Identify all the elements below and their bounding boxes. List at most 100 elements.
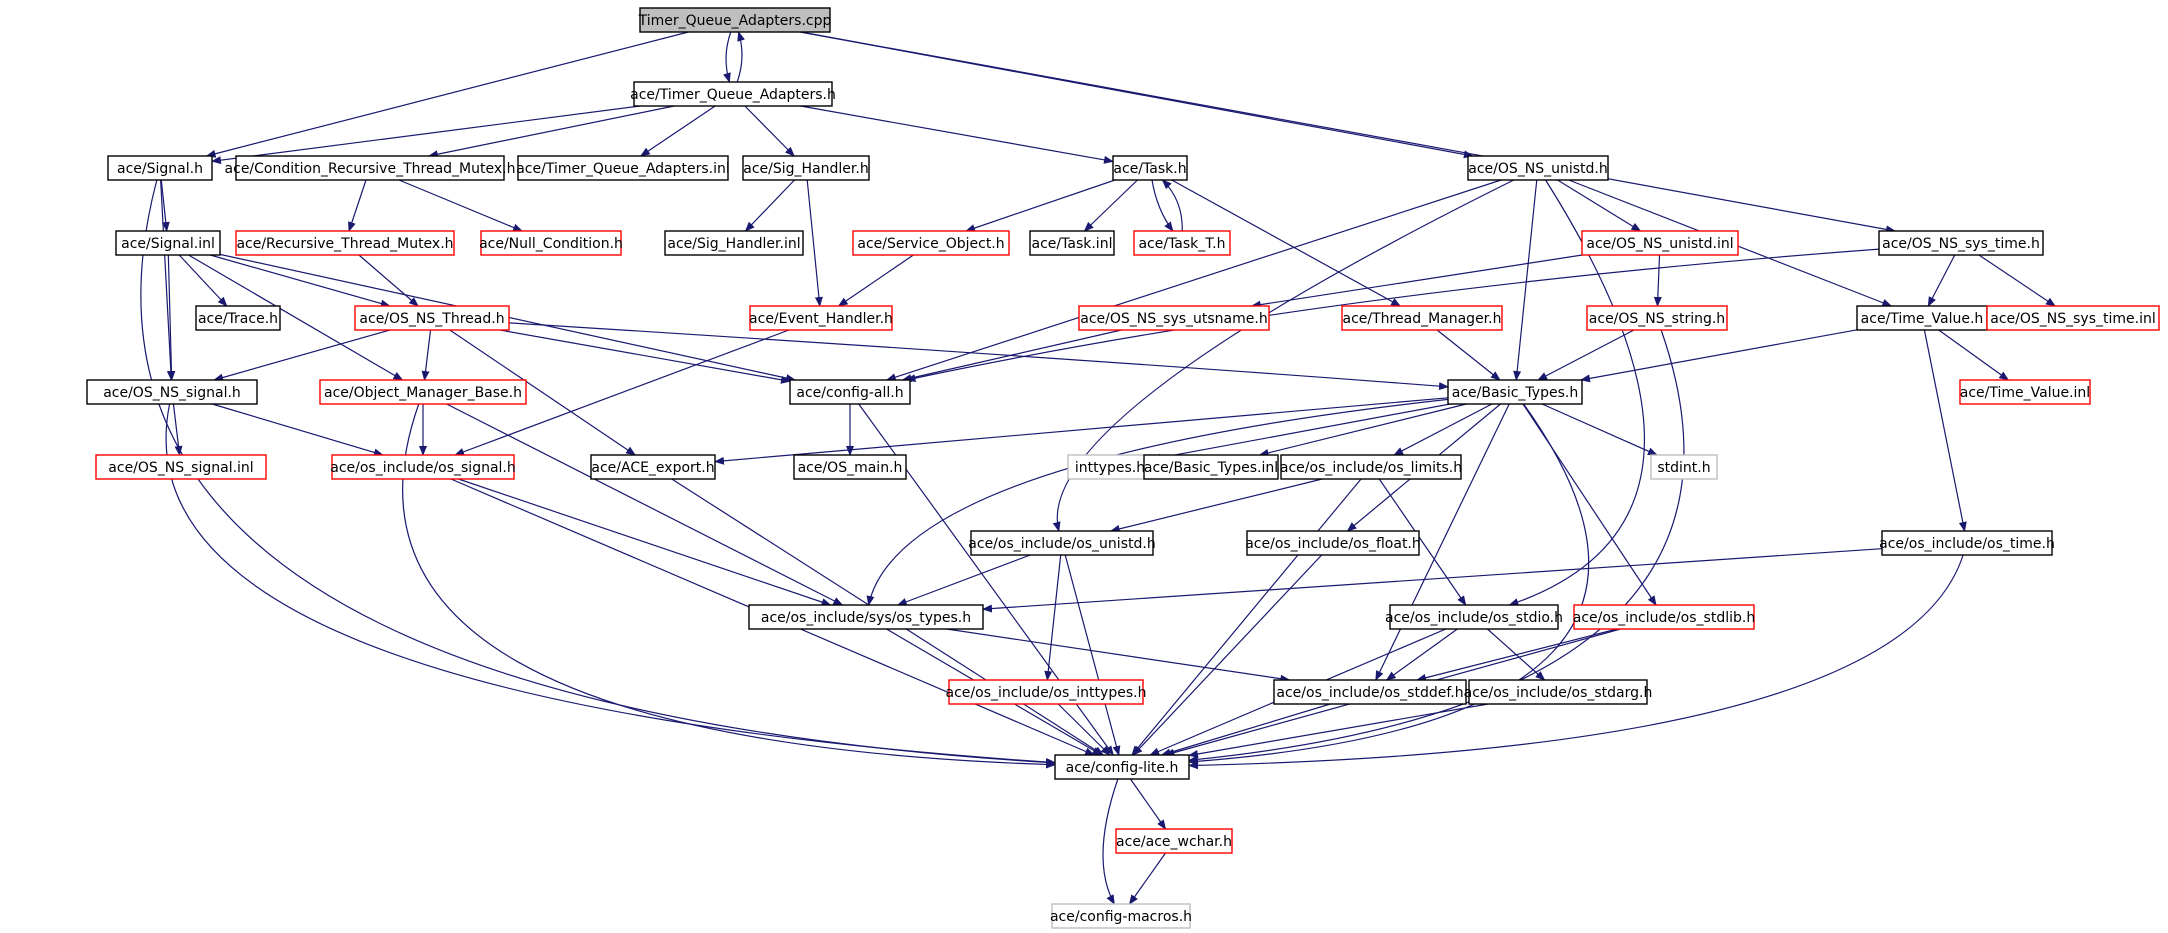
edge-osinclstdio-h-to-osinclstddef-h (1385, 628, 1458, 681)
edge-osinclsystypes-h-to-osinclstddef-h (946, 628, 1291, 683)
node-configlite-h[interactable]: ace/config-lite.h (1054, 754, 1190, 780)
node-osincllimits-h[interactable]: ace/os_include/os_limits.h (1280, 454, 1462, 480)
edge-osnsunistd-h-to-basictypes-h (1513, 179, 1538, 381)
node-osinclfloat-h[interactable]: ace/os_include/os_float.h (1245, 530, 1421, 556)
node-osincltime-h[interactable]: ace/os_include/os_time.h (1879, 530, 2055, 556)
node-configall-h[interactable]: ace/config-all.h (789, 379, 911, 405)
node-timevalue-inl[interactable]: ace/Time_Value.inl (1959, 379, 2091, 405)
node-task-h[interactable]: ace/Task.h (1112, 155, 1188, 181)
node-box (1112, 155, 1188, 181)
nodes-layer: Timer_Queue_Adapters.cpp ace/Timer_Queue_… (86, 7, 2160, 929)
node-root[interactable]: Timer_Queue_Adapters.cpp (638, 7, 832, 33)
node-crtm-h[interactable]: ace/Condition_Recursive_Thread_Mutex.h (225, 155, 516, 181)
node-osnsunistd-h[interactable]: ace/OS_NS_unistd.h (1467, 155, 1609, 181)
node-aceexport-h[interactable]: ace/ACE_export.h (590, 454, 716, 480)
node-osnsstring-h[interactable]: ace/OS_NS_string.h (1586, 305, 1728, 331)
node-label: ace/config-macros.h (1050, 909, 1192, 925)
node-label: ace/ACE_export.h (591, 460, 714, 476)
node-sighandler-inl[interactable]: ace/Sig_Handler.inl (664, 230, 804, 256)
node-osnssignal-inl[interactable]: ace/OS_NS_signal.inl (95, 454, 267, 480)
edge-basictypes-h-to-stdint-h (1541, 403, 1658, 456)
edge-signal-h-to-configlite-h (140, 179, 1056, 767)
node-osmain-h[interactable]: ace/OS_main.h (793, 454, 907, 480)
node-configmacros-h: ace/config-macros.h (1050, 903, 1192, 929)
node-label: ace/config-all.h (796, 385, 903, 401)
node-osnssystime-inl[interactable]: ace/OS_NS_sys_time.inl (1986, 305, 2160, 331)
node-label: ace/Signal.inl (121, 236, 215, 252)
edge-osnsunistd-h-to-osinclstdio-h (1508, 179, 1645, 606)
edge-osnsunistd-h-to-configall-h (885, 179, 1502, 382)
edge-task-h-to-threadmgr-h (1171, 179, 1402, 307)
node-nullcond-h[interactable]: ace/Null_Condition.h (479, 230, 623, 256)
node-rtm-h[interactable]: ace/Recursive_Thread_Mutex.h (235, 230, 455, 256)
node-box (852, 230, 1010, 256)
node-signal-h[interactable]: ace/Signal.h (107, 155, 213, 181)
node-label: ace/OS_NS_signal.h (103, 385, 241, 401)
node-threadmgr-h[interactable]: ace/Thread_Manager.h (1341, 305, 1503, 331)
edge-osnsunistd-h-to-osinclunistd-h (1052, 179, 1515, 532)
node-box (1029, 230, 1115, 256)
node-box (1581, 230, 1739, 256)
node-acewchar-h[interactable]: ace/ace_wchar.h (1115, 828, 1233, 854)
node-trace-h[interactable]: ace/Trace.h (195, 305, 281, 331)
edge-root-to-osnssystime-h (800, 31, 1897, 234)
node-osinclsystypes-h[interactable]: ace/os_include/sys/os_types.h (748, 604, 984, 630)
edge-basictypes-h-to-osinclstdlib-h (1522, 403, 1657, 606)
edge-basictypes-h-to-osinclstddef-h (1375, 403, 1510, 681)
node-box (590, 454, 716, 480)
node-osinclstdarg-h[interactable]: ace/os_include/os_stdarg.h (1464, 679, 1653, 705)
node-label: ace/Basic_Types.h (1452, 385, 1578, 401)
edge-crtm-h-to-nullcond-h (398, 179, 523, 232)
node-box (107, 155, 213, 181)
node-box (95, 454, 267, 480)
node-eventhandler-h[interactable]: ace/Event_Handler.h (749, 305, 893, 331)
node-box (1143, 454, 1279, 480)
node-timevalue-h[interactable]: ace/Time_Value.h (1856, 305, 1988, 331)
node-osinclunistd-h[interactable]: ace/os_include/os_unistd.h (968, 530, 1156, 556)
node-osinclstdlib-h[interactable]: ace/os_include/os_stdlib.h (1573, 604, 1755, 630)
node-objmgrbase-h[interactable]: ace/Object_Manager_Base.h (319, 379, 527, 405)
node-label: ace/Event_Handler.h (749, 311, 893, 327)
node-osnsthread-h[interactable]: ace/OS_NS_Thread.h (354, 305, 510, 331)
node-osnsunistd-inl[interactable]: ace/OS_NS_unistd.inl (1581, 230, 1739, 256)
node-label: ace/Object_Manager_Base.h (324, 385, 522, 401)
node-basictypes-inl[interactable]: ace/Basic_Types.inl (1143, 454, 1279, 480)
edge-sighandler-h-to-sighandler-inl (744, 179, 795, 232)
edge-osnssignal-h-to-osnssignal-inl (172, 403, 183, 456)
node-label: ace/Condition_Recursive_Thread_Mutex.h (225, 161, 516, 177)
node-task-inl[interactable]: ace/Task.inl (1029, 230, 1115, 256)
edge-objmgrbase-h-to-configlite-h (402, 403, 1056, 769)
node-osnssignal-h[interactable]: ace/OS_NS_signal.h (86, 379, 258, 405)
node-osnssysutsname-h[interactable]: ace/OS_NS_sys_utsname.h (1078, 305, 1270, 331)
node-label: ace/OS_NS_Thread.h (359, 311, 504, 327)
node-osinclstdio-h[interactable]: ace/os_include/os_stdio.h (1385, 604, 1563, 630)
edge-basictypes-h-to-inttypes-h (1151, 403, 1451, 462)
node-signal-inl[interactable]: ace/Signal.inl (115, 230, 221, 256)
node-label: ace/os_include/os_time.h (1879, 536, 2055, 552)
node-label: ace/OS_NS_sys_time.inl (1990, 311, 2155, 327)
node-basictypes-h[interactable]: ace/Basic_Types.h (1447, 379, 1583, 405)
edge-osinclstdlib-h-to-osinclstddef-h (1416, 628, 1618, 682)
node-osinclinttypes-h[interactable]: ace/os_include/os_inttypes.h (946, 679, 1147, 705)
node-osnssystime-h[interactable]: ace/OS_NS_sys_time.h (1878, 230, 2044, 256)
node-osinclstddef-h[interactable]: ace/os_include/os_stddef.h (1273, 679, 1467, 705)
node-label: ace/os_include/os_stdarg.h (1464, 685, 1653, 701)
node-box (1959, 379, 2091, 405)
node-sighandler-h[interactable]: ace/Sig_Handler.h (742, 155, 870, 181)
node-label: inttypes.h (1075, 460, 1145, 476)
node-osinclsignal-h[interactable]: ace/os_include/os_signal.h (330, 454, 516, 480)
edge-signal-inl-to-osnssignal-h (167, 254, 176, 381)
node-box (1389, 604, 1559, 630)
node-tqa-inl[interactable]: ace/Timer_Queue_Adapters.inl (516, 155, 730, 181)
node-box (1078, 305, 1270, 331)
edge-serviceobj-h-to-eventhandler-h (837, 254, 914, 307)
node-box (748, 604, 984, 630)
node-tqa-h[interactable]: ace/Timer_Queue_Adapters.h (630, 81, 836, 107)
node-box (749, 305, 893, 331)
node-serviceobj-h[interactable]: ace/Service_Object.h (852, 230, 1010, 256)
edge-timevalue-h-to-timevalue-inl (1938, 329, 2010, 381)
node-box (1586, 305, 1728, 331)
edge-osincltime-h-to-configlite-h (1188, 554, 1964, 770)
node-task-t-h[interactable]: ace/Task_T.h (1133, 230, 1231, 256)
node-box (1650, 454, 1718, 480)
